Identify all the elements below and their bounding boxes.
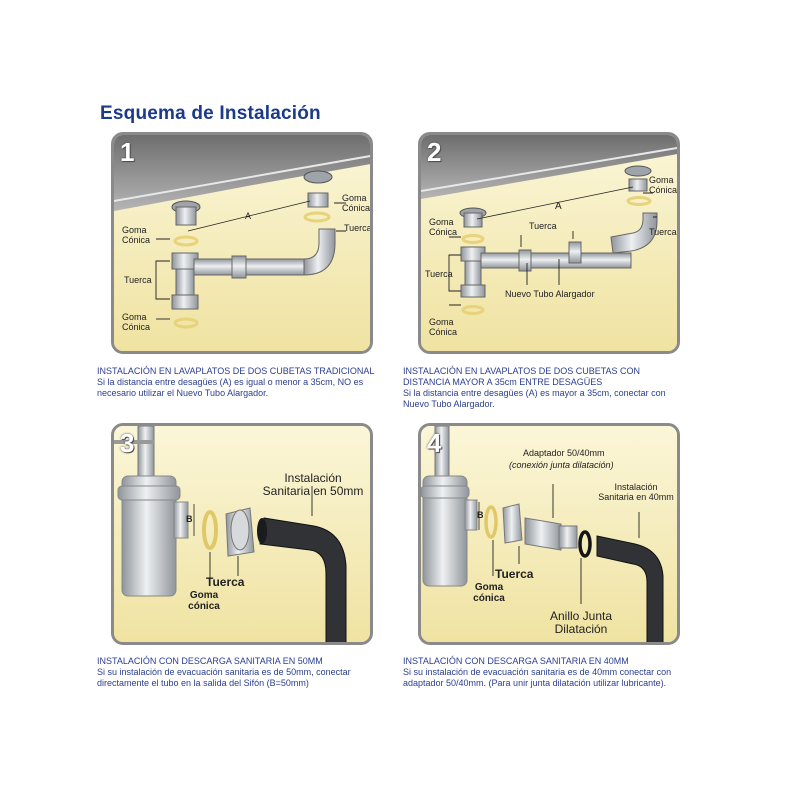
label-conexion: (conexión junta dilatación) bbox=[509, 460, 614, 470]
step-number: 2 bbox=[427, 137, 442, 167]
panel-4: 4 Adaptador 50/40mm (conexión junta dila… bbox=[418, 423, 680, 645]
caption-body: Si la distancia entre desagües (A) es ig… bbox=[97, 377, 364, 398]
caption-1: INSTALACIÓN EN LAVAPLATOS DE DOS CUBETAS… bbox=[97, 366, 382, 399]
label-tuerca-right: Tuerca bbox=[344, 223, 372, 233]
label-tuerca-left: Tuerca bbox=[425, 269, 453, 279]
label-tuerca: Tuerca bbox=[206, 575, 245, 589]
label-a-marker: A bbox=[555, 201, 562, 212]
label-tuerca-right: Tuerca bbox=[649, 227, 677, 237]
label-tuerca: Tuerca bbox=[495, 567, 534, 581]
caption-title: INSTALACIÓN EN LAVAPLATOS DE DOS CUBETAS… bbox=[403, 366, 641, 387]
label-tuerca-left: Tuerca bbox=[124, 275, 152, 285]
panel-3-illustration bbox=[114, 426, 370, 642]
caption-body: Si su instalación de evacuación sanitari… bbox=[97, 667, 351, 688]
panel-4-illustration bbox=[421, 426, 677, 642]
label-b-marker: B bbox=[186, 514, 193, 524]
caption-title: INSTALACIÓN EN LAVAPLATOS DE DOS CUBETAS… bbox=[97, 366, 375, 376]
caption-body: Si su instalación de evacuación sanitari… bbox=[403, 667, 672, 688]
page-title: Esquema de Instalación bbox=[100, 103, 321, 124]
step-number: 1 bbox=[120, 137, 135, 167]
label-nuevo-tubo: Nuevo Tubo Alargador bbox=[505, 289, 595, 299]
caption-4: INSTALACIÓN CON DESCARGA SANITARIA EN 40… bbox=[403, 656, 708, 689]
panel-1-illustration bbox=[114, 135, 370, 351]
step-number: 3 bbox=[120, 428, 135, 458]
label-b-marker: B bbox=[477, 510, 484, 520]
label-a-marker: A bbox=[245, 211, 252, 221]
caption-3: INSTALACIÓN CON DESCARGA SANITARIA EN 50… bbox=[97, 656, 382, 689]
caption-title: INSTALACIÓN CON DESCARGA SANITARIA EN 50… bbox=[97, 656, 323, 666]
caption-title: INSTALACIÓN CON DESCARGA SANITARIA EN 40… bbox=[403, 656, 629, 666]
label-adaptador: Adaptador 50/40mm bbox=[523, 448, 605, 458]
caption-body: Si la distancia entre desagües (A) es ma… bbox=[403, 388, 666, 409]
step-number: 4 bbox=[427, 428, 442, 458]
panel-2-illustration bbox=[421, 135, 677, 351]
label-tuerca-mid: Tuerca bbox=[529, 221, 557, 231]
caption-2: INSTALACIÓN EN LAVAPLATOS DE DOS CUBETAS… bbox=[403, 366, 688, 410]
